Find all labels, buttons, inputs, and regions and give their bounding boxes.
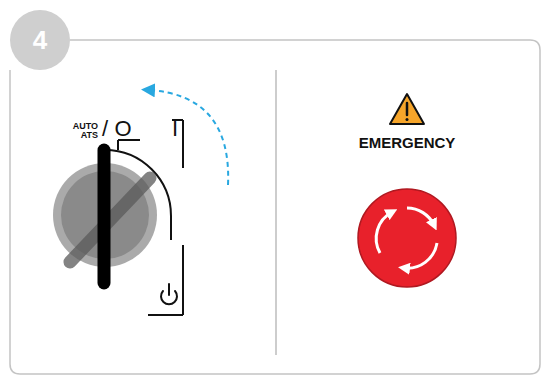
rotation-arrow bbox=[148, 90, 228, 185]
warning-icon bbox=[390, 94, 424, 124]
on-symbol: I bbox=[168, 118, 182, 140]
mode-label: AUTO ATS bbox=[68, 122, 98, 140]
panel-frame bbox=[10, 40, 540, 374]
off-symbol: O bbox=[112, 118, 134, 140]
step-number: 4 bbox=[33, 25, 47, 56]
knob-pointer bbox=[98, 150, 111, 283]
power-symbol bbox=[161, 284, 177, 304]
step-number-badge: 4 bbox=[10, 10, 70, 70]
emergency-label: EMERGENCY bbox=[337, 134, 477, 152]
emergency-button bbox=[358, 189, 456, 287]
divider-line bbox=[275, 70, 277, 355]
reset-arrows bbox=[376, 208, 437, 268]
separator-slash: / bbox=[100, 118, 110, 140]
